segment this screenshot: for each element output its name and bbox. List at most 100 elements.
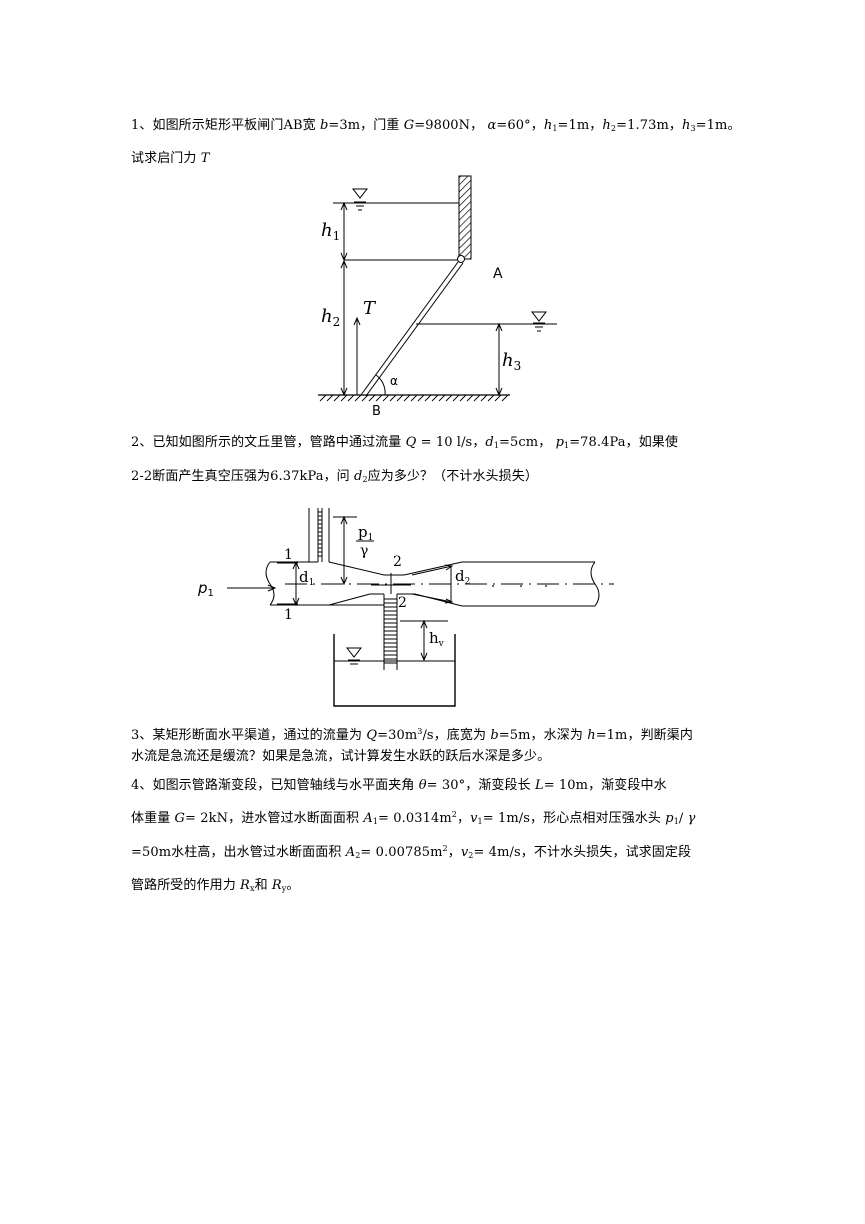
text-run: x	[249, 884, 255, 893]
text-run: A	[363, 811, 373, 826]
label-p1-over-gamma-den: γ	[360, 543, 368, 559]
text-run: 2	[442, 844, 448, 853]
text-run: = 4m/s，不计水头损失，试求固定段	[473, 845, 692, 860]
figure-1-sluice-gate: h1 h2 h3 T A B α	[318, 175, 557, 419]
water-level-symbol-upstream	[351, 188, 369, 211]
label-d2: d2	[455, 567, 470, 587]
problem-3-line-2: 水流是急流还是缓流？如果是急流，试计算发生水跃的跃后水深是多少。	[131, 745, 550, 764]
label-section-1-top: 1	[284, 547, 293, 563]
text-run: y	[281, 884, 287, 893]
text-run: 1	[673, 817, 679, 826]
text-run: G	[174, 811, 186, 826]
label-hv: hv	[429, 629, 445, 649]
text-run: Q	[366, 728, 378, 743]
label-h2: h2	[321, 306, 340, 329]
text-run: =60°，	[496, 118, 544, 133]
text-run: =1m，	[557, 118, 603, 133]
text-run: =1m，判断渠内	[595, 728, 693, 743]
problem-1-line-1: 1、如图所示矩形平板闸门AB宽 b=3m，门重 G=9800N， α=60°，h…	[131, 114, 741, 133]
label-T: T	[363, 298, 377, 319]
text-run: =1m。	[695, 118, 741, 133]
text-run: 管路所受的作用力	[131, 878, 241, 893]
text-run: 2	[610, 124, 617, 133]
text-run: 1	[477, 817, 483, 826]
text-run: 3	[417, 727, 423, 736]
text-run: =5m，水深为	[498, 728, 588, 743]
text-run: h	[543, 118, 553, 133]
text-run: 水流是急流还是缓流？如果是急流，试计算发生水跃的跃后水深是多少。	[131, 749, 551, 764]
text-run: =78.4Pa，如果使	[569, 435, 679, 450]
text-run: h	[681, 118, 691, 133]
text-run: = 10 l/s，	[416, 435, 486, 450]
problem-1-line-2: 试求启门力 T	[131, 147, 210, 166]
text-run: 1	[372, 817, 379, 826]
text-run: 4、如图示管路渐变段，已知管轴线与水平面夹角	[131, 778, 419, 793]
text-run: θ	[418, 778, 427, 793]
text-run: 1	[563, 441, 570, 450]
problem-2-line-1: 2、已知如图所示的文丘里管，管路中通过流量 Q = 10 l/s，d1=5cm，…	[131, 431, 678, 450]
text-run: =50m水柱高，出水管过水断面面积	[131, 845, 346, 860]
water-level-symbol-downstream	[530, 311, 548, 332]
label-A: A	[493, 266, 503, 282]
text-run: 2	[468, 851, 474, 860]
text-run: v	[470, 811, 478, 826]
label-alpha: α	[390, 374, 398, 388]
problem-4-line-1: 4、如图示管路渐变段，已知管轴线与水平面夹角 θ= 30°，渐变段长 L= 10…	[131, 774, 667, 793]
text-run: d	[485, 435, 494, 450]
text-run: ，	[447, 845, 461, 860]
text-run: = 1m/s，形心点相对压强水头	[482, 811, 666, 826]
label-h3: h3	[502, 350, 521, 373]
text-run: =30m	[377, 728, 418, 743]
text-run: T	[200, 151, 210, 166]
problem-2-line-2: 2-2断面产生真空压强为6.37kPa，问 d2应为多少？（不计水头损失）	[131, 465, 538, 484]
text-run: 1	[552, 124, 558, 133]
text-run: 2	[362, 475, 368, 484]
text-run: d	[354, 469, 363, 484]
text-run: b	[319, 118, 329, 133]
text-run: =3m，门重	[328, 118, 404, 133]
label-p1: p1	[197, 579, 214, 599]
text-run: = 30°，渐变段长	[426, 778, 535, 793]
text-run: =1.73m，	[616, 118, 682, 133]
text-run: /s，底宽为	[422, 728, 491, 743]
water-level-symbol-tank	[345, 647, 363, 665]
text-run: ，	[456, 811, 471, 826]
text-run: 试求启门力	[131, 151, 201, 166]
label-section-1-bottom: 1	[284, 607, 293, 623]
text-run: b	[490, 728, 499, 743]
text-run: p	[555, 435, 564, 450]
text-run: 1	[493, 441, 500, 450]
problem-4-line-3: =50m水柱高，出水管过水断面面积 A2= 0.00785m2，v2= 4m/s…	[131, 841, 691, 860]
text-run: p	[665, 811, 674, 826]
text-run: A	[345, 845, 356, 860]
label-section-2-bottom: 2	[398, 595, 407, 611]
label-h1: h1	[321, 220, 340, 243]
text-run: G	[403, 118, 415, 133]
text-run: =5cm，	[499, 435, 556, 450]
problem-3-line-1: 3、某矩形断面水平渠道，通过的流量为 Q=30m3/s，底宽为 b=5m，水深为…	[131, 724, 693, 743]
text-run: 3	[690, 124, 696, 133]
text-run: h	[587, 728, 596, 743]
text-run: 体重量	[131, 811, 175, 826]
text-run: /	[678, 811, 688, 826]
text-run: R	[271, 878, 282, 893]
label-B: B	[372, 404, 381, 419]
text-run: 应为多少？（不计水头损失）	[367, 469, 538, 484]
text-run: 1、如图所示矩形平板闸门AB宽	[131, 118, 320, 133]
text-run: v	[460, 845, 469, 860]
text-run: = 10m，渐变段中水	[543, 778, 667, 793]
text-run: α	[487, 118, 497, 133]
text-run: R	[240, 878, 250, 893]
text-run: = 0.00785m	[360, 845, 443, 860]
text-run: γ	[687, 811, 696, 826]
text-run: 和	[254, 878, 272, 893]
problem-4-line-4: 管路所受的作用力 Rx和 Ry。	[131, 874, 300, 893]
text-run: 2	[355, 851, 361, 860]
text-run: 2、已知如图所示的文丘里管，管路中通过流量	[131, 435, 406, 450]
text-run: Q	[405, 435, 417, 450]
text-run: h	[602, 118, 611, 133]
label-d1: d1	[299, 568, 314, 588]
text-run: = 0.0314m	[378, 811, 452, 826]
text-run: =9800N，	[414, 118, 488, 133]
